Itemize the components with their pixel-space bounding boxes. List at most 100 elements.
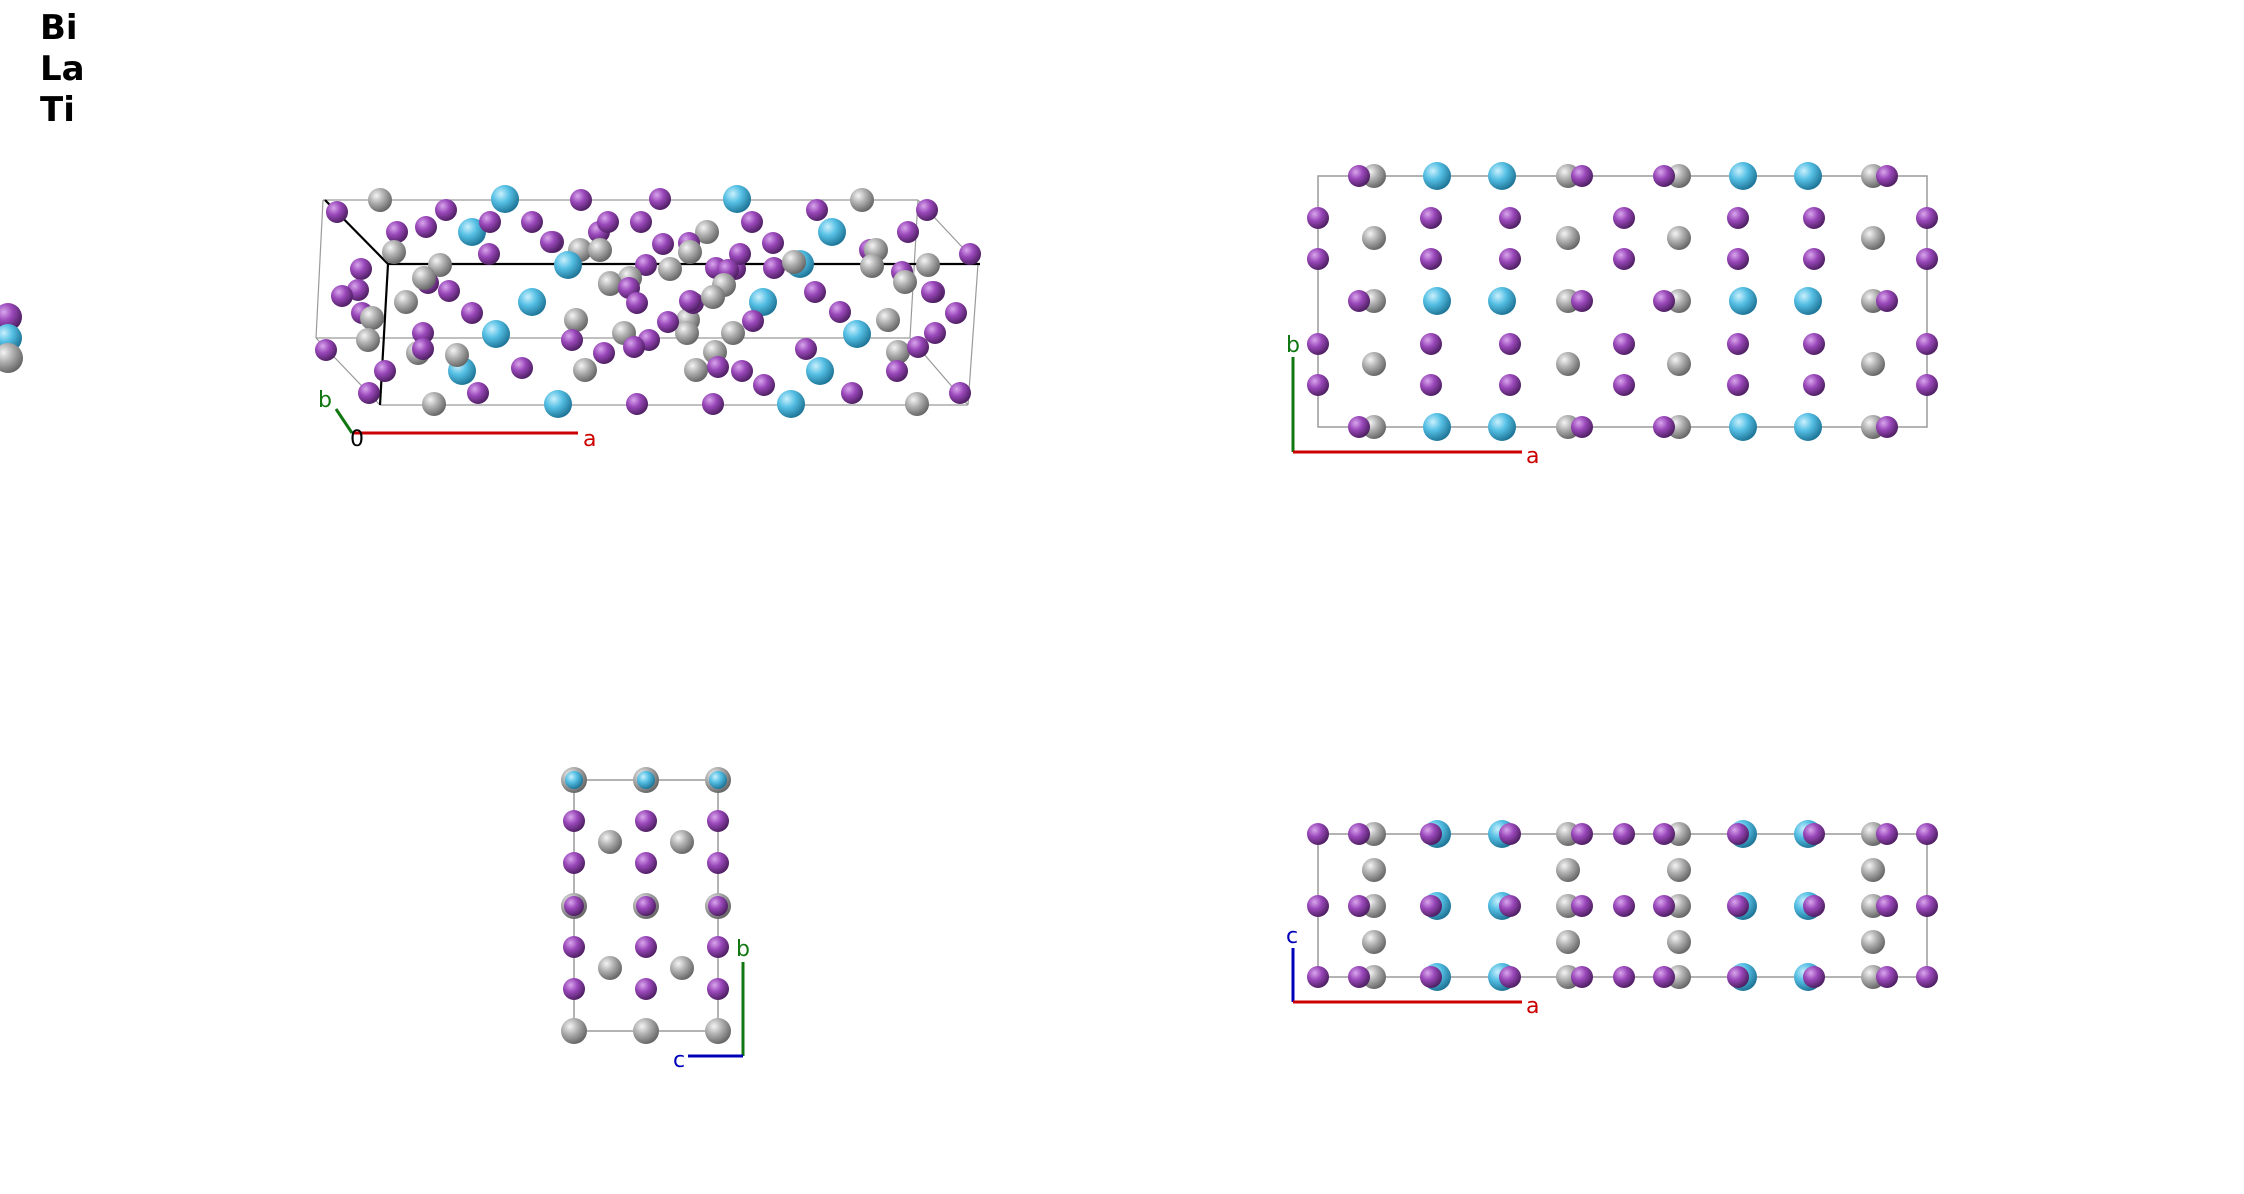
bismuth-atom bbox=[1307, 966, 1329, 988]
axis-b-label: b bbox=[318, 388, 332, 413]
bismuth-atom bbox=[412, 338, 434, 360]
bismuth-atom bbox=[563, 978, 585, 1000]
titanium-atom bbox=[1667, 352, 1691, 376]
titanium-atom bbox=[701, 285, 725, 309]
axis-indicator: b a 0 bbox=[318, 388, 596, 452]
lanthanum-atom bbox=[777, 390, 805, 418]
bismuth-atom bbox=[1613, 374, 1635, 396]
bismuth-atom bbox=[1307, 823, 1329, 845]
titanium-atom bbox=[695, 220, 719, 244]
view-b-c-bottom-left: b c bbox=[561, 767, 750, 1073]
bismuth-atom bbox=[635, 978, 657, 1000]
titanium-atom bbox=[360, 306, 384, 330]
bismuth-atom bbox=[804, 281, 826, 303]
bismuth-atom bbox=[1653, 966, 1675, 988]
axis-a-label: a bbox=[1526, 444, 1539, 469]
lanthanum-atom bbox=[723, 185, 751, 213]
titanium-atom bbox=[905, 392, 929, 416]
bismuth-atom bbox=[753, 374, 775, 396]
bismuth-atom bbox=[1420, 823, 1442, 845]
lanthanum-atom bbox=[554, 251, 582, 279]
bismuth-atom bbox=[679, 290, 701, 312]
titanium-atom bbox=[876, 308, 900, 332]
bismuth-atom bbox=[1499, 823, 1521, 845]
titanium-atom bbox=[561, 1018, 587, 1044]
lanthanum-atom bbox=[818, 218, 846, 246]
axis-indicator: c a bbox=[1286, 924, 1539, 1019]
bismuth-atom bbox=[1876, 416, 1898, 438]
titanium-atom bbox=[1362, 226, 1386, 250]
bismuth-atom bbox=[707, 810, 729, 832]
bismuth-atom bbox=[707, 936, 729, 958]
bismuth-atom bbox=[806, 199, 828, 221]
bismuth-atom bbox=[1803, 823, 1825, 845]
titanium-atom bbox=[428, 253, 452, 277]
bismuth-atom bbox=[358, 382, 380, 404]
bismuth-atom bbox=[1499, 895, 1521, 917]
bismuth-atom bbox=[1420, 895, 1442, 917]
bismuth-atom bbox=[1348, 823, 1370, 845]
bismuth-atom bbox=[1613, 823, 1635, 845]
lanthanum-atom bbox=[749, 288, 777, 316]
bismuth-atom bbox=[702, 393, 724, 415]
bismuth-atom bbox=[1613, 333, 1635, 355]
titanium-atom bbox=[633, 1018, 659, 1044]
bismuth-atom bbox=[907, 336, 929, 358]
titanium-atom bbox=[422, 392, 446, 416]
titanium-atom bbox=[412, 266, 436, 290]
bismuth-atom bbox=[1307, 374, 1329, 396]
titanium-atom bbox=[588, 238, 612, 262]
lanthanum-atom bbox=[1794, 287, 1822, 315]
bismuth-atom bbox=[570, 189, 592, 211]
axis-indicator: b c bbox=[673, 937, 750, 1073]
bismuth-atom bbox=[1727, 895, 1749, 917]
lanthanum-atom bbox=[1423, 162, 1451, 190]
bismuth-atom bbox=[386, 221, 408, 243]
bismuth-atom bbox=[652, 233, 674, 255]
bismuth-atom bbox=[1499, 966, 1521, 988]
bismuth-atom bbox=[1571, 165, 1593, 187]
bismuth-atom bbox=[1653, 895, 1675, 917]
bismuth-atom bbox=[1916, 895, 1938, 917]
titanium-atom bbox=[886, 340, 910, 364]
element-legend: Bi La Ti bbox=[40, 8, 85, 131]
bismuth-atom bbox=[593, 342, 615, 364]
bismuth-atom bbox=[1499, 248, 1521, 270]
bismuth-atom bbox=[315, 339, 337, 361]
titanium-atom bbox=[1556, 930, 1580, 954]
titanium-atom bbox=[1362, 930, 1386, 954]
cell-edge bbox=[967, 263, 979, 406]
axis-indicator: b a bbox=[1286, 333, 1539, 469]
lanthanum-atom bbox=[1794, 162, 1822, 190]
titanium-atom bbox=[658, 257, 682, 281]
bismuth-atom bbox=[1876, 290, 1898, 312]
atom-group bbox=[315, 185, 981, 418]
bismuth-atom bbox=[636, 896, 656, 916]
bismuth-atom bbox=[1876, 966, 1898, 988]
origin-label: 0 bbox=[350, 427, 364, 452]
bismuth-atom bbox=[1307, 248, 1329, 270]
cell-edge bbox=[909, 199, 919, 339]
bismuth-atom bbox=[1348, 895, 1370, 917]
bismuth-atom bbox=[412, 322, 434, 344]
bismuth-atom bbox=[1727, 823, 1749, 845]
bismuth-atom bbox=[1727, 207, 1749, 229]
bismuth-atom bbox=[1420, 374, 1442, 396]
atom-group bbox=[561, 767, 731, 1044]
bismuth-atom bbox=[1916, 374, 1938, 396]
titanium-atom bbox=[1861, 930, 1885, 954]
lanthanum-atom bbox=[544, 390, 572, 418]
bismuth-atom bbox=[467, 382, 489, 404]
view-a-c-bottom-right: c a bbox=[1286, 820, 1938, 1019]
bismuth-atom bbox=[1613, 207, 1635, 229]
bismuth-atom bbox=[561, 329, 583, 351]
bismuth-atom bbox=[1916, 248, 1938, 270]
lanthanum-atom bbox=[1794, 413, 1822, 441]
titanium-atom bbox=[1861, 352, 1885, 376]
bismuth-atom bbox=[731, 360, 753, 382]
bismuth-atom bbox=[438, 280, 460, 302]
axis-b-line bbox=[334, 408, 354, 434]
cell-edge-front bbox=[378, 263, 390, 406]
bismuth-atom bbox=[916, 199, 938, 221]
